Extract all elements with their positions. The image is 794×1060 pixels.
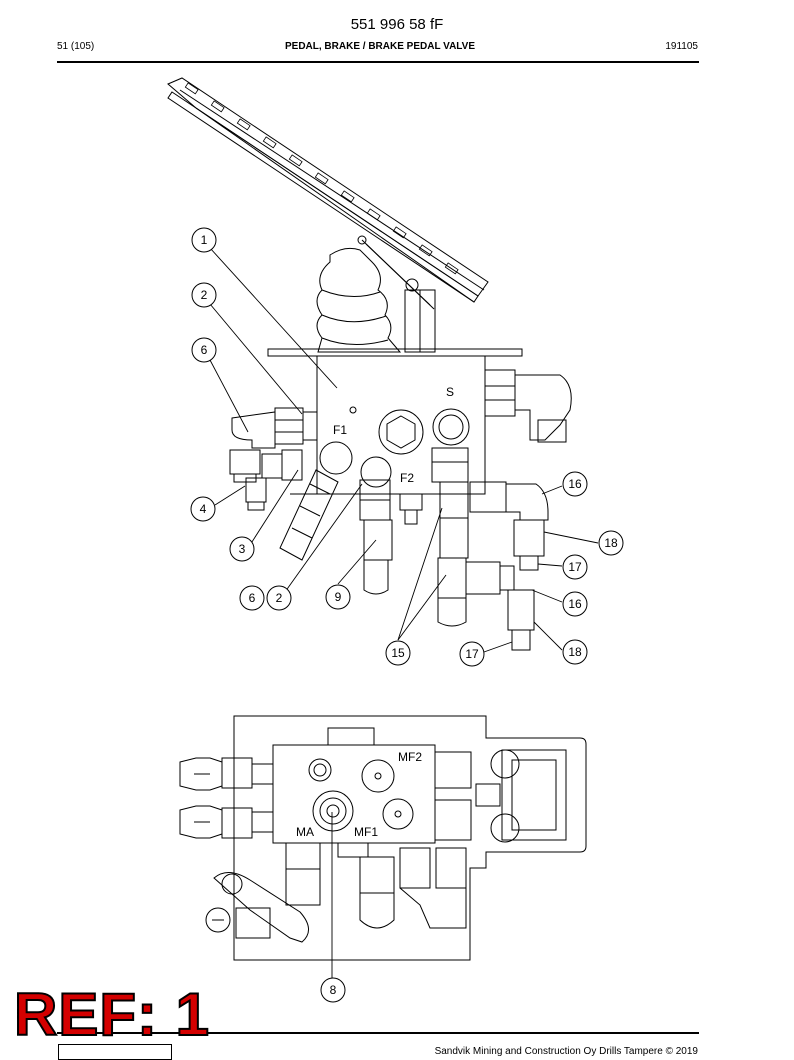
document-number: 551 996 58 fF	[350, 16, 444, 33]
document-date: 191105	[665, 41, 698, 52]
port-s-label: S	[446, 385, 454, 399]
valve-plan-view	[179, 715, 587, 961]
right-fittings	[431, 369, 572, 651]
pedal-assembly	[167, 77, 523, 357]
callout-9: 9	[335, 590, 342, 604]
footer-rule	[57, 1032, 699, 1034]
callout-18: 18	[568, 645, 582, 659]
page-title: PEDAL, BRAKE / BRAKE PEDAL VALVE	[284, 41, 476, 52]
leader-lines	[209, 247, 599, 978]
port-mf1-label: MF1	[354, 825, 378, 839]
callout-2: 2	[201, 288, 208, 302]
callout-17: 17	[568, 560, 582, 574]
callout-3: 3	[239, 542, 246, 556]
callout-16: 16	[568, 597, 582, 611]
port-f2-label: F2	[400, 471, 414, 485]
callout-8: 8	[330, 983, 337, 997]
port-ma-label: MA	[296, 825, 314, 839]
port-f1-label: F1	[333, 423, 347, 437]
reference-stamp: REF: 1	[13, 981, 211, 1048]
callout-2: 2	[276, 591, 283, 605]
callout-4: 4	[200, 502, 207, 516]
port-mf2-label: MF2	[398, 750, 422, 764]
callout-6: 6	[249, 591, 256, 605]
callout-16: 16	[568, 477, 582, 491]
callout-18: 18	[604, 536, 618, 550]
valve-body	[290, 355, 486, 525]
page-number: 51 (105)	[57, 41, 95, 52]
callout-17: 17	[465, 647, 479, 661]
header-rule	[57, 61, 699, 63]
callout-15: 15	[391, 646, 405, 660]
callout-circles	[190, 227, 624, 1003]
callout-6: 6	[201, 343, 208, 357]
callout-1: 1	[201, 233, 208, 247]
left-fittings	[229, 407, 393, 595]
copyright-footer: Sandvik Mining and Construction Oy Drill…	[434, 1046, 698, 1057]
